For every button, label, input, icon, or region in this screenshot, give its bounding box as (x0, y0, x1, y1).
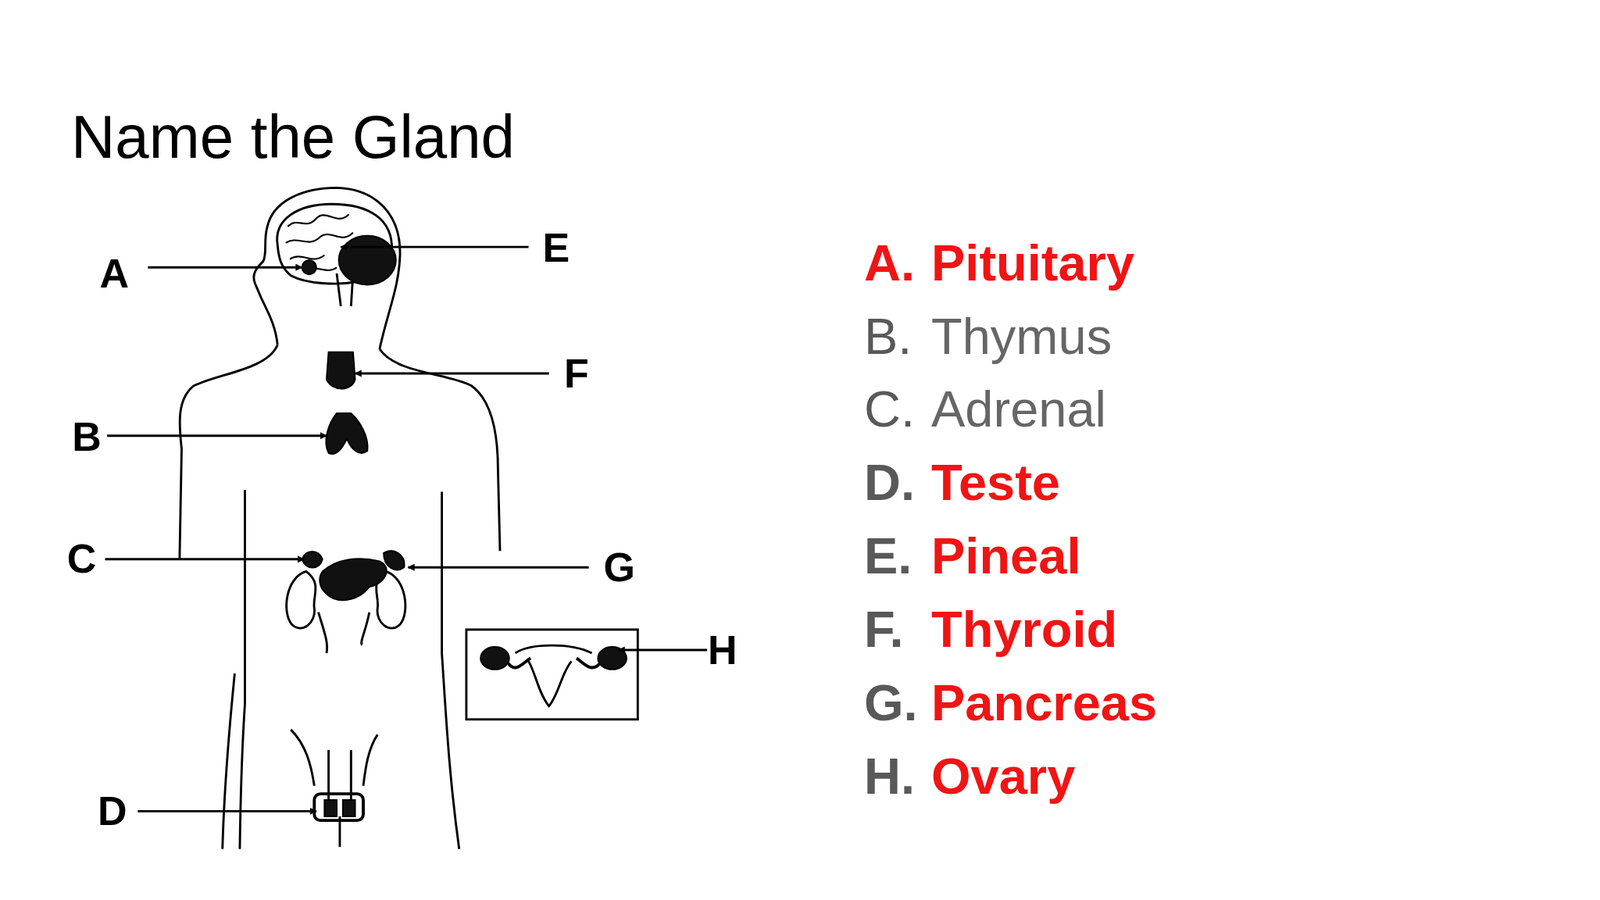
answer-letter: B. (864, 310, 912, 362)
answer-gland-name: Pancreas (931, 677, 1158, 729)
penis-outline (290, 729, 378, 847)
callout-letter: B (71, 416, 102, 458)
answer-letter: C. (864, 383, 915, 435)
ovary-inset-frame (466, 629, 638, 720)
thyroid-gland (326, 352, 356, 390)
callout-letter: F (564, 353, 590, 394)
callout-letter: D (97, 790, 128, 832)
thymus-gland (325, 413, 368, 454)
ureter (318, 612, 370, 654)
answer-letter: F. (864, 603, 904, 655)
shoulder-outline (179, 344, 278, 559)
answer-gland-name: Teste (931, 457, 1061, 508)
testes (314, 793, 364, 821)
leader-arrow (407, 566, 589, 569)
leader-arrow (107, 434, 327, 437)
callout-letter: G (603, 546, 636, 588)
callout-letter: H (707, 629, 738, 671)
leg-outline (222, 673, 236, 850)
answer-letter: D. (864, 457, 915, 508)
callout-letter: A (100, 253, 130, 294)
callout-letter: C (67, 538, 97, 579)
answer-letter: G. (864, 677, 918, 729)
leader-arrow (340, 246, 529, 249)
pineal-shading (339, 235, 397, 286)
answer-gland-name: Pituitary (931, 237, 1135, 289)
leader-arrow (355, 372, 550, 375)
answer-gland-name: Thymus (931, 310, 1112, 362)
pituitary-gland (302, 260, 317, 275)
answer-letter: E. (864, 530, 912, 582)
answer-gland-name: Thyroid (931, 603, 1118, 655)
torso-outline (239, 489, 246, 850)
leader-arrow (147, 266, 302, 269)
uterus (515, 645, 593, 707)
leader-arrow (618, 649, 708, 652)
adrenal-gland (383, 550, 404, 570)
slide-title: Name the Gland (71, 106, 515, 168)
leader-arrow (137, 810, 317, 813)
answer-letter: A. (864, 237, 915, 289)
answer-gland-name: Adrenal (931, 383, 1107, 435)
answer-gland-name: Ovary (931, 750, 1075, 802)
kidney (286, 571, 316, 629)
adrenal-gland (302, 551, 323, 568)
ovary (480, 646, 510, 670)
leader-arrow (105, 557, 305, 561)
answer-letter: H. (864, 750, 915, 802)
fallopian-tube (507, 657, 600, 668)
pancreas-gland (319, 558, 386, 600)
shoulder-outline (379, 349, 500, 552)
testes (324, 800, 355, 817)
callout-letter: E (542, 227, 570, 268)
torso-outline (442, 492, 460, 850)
answer-gland-name: Pineal (931, 530, 1081, 582)
